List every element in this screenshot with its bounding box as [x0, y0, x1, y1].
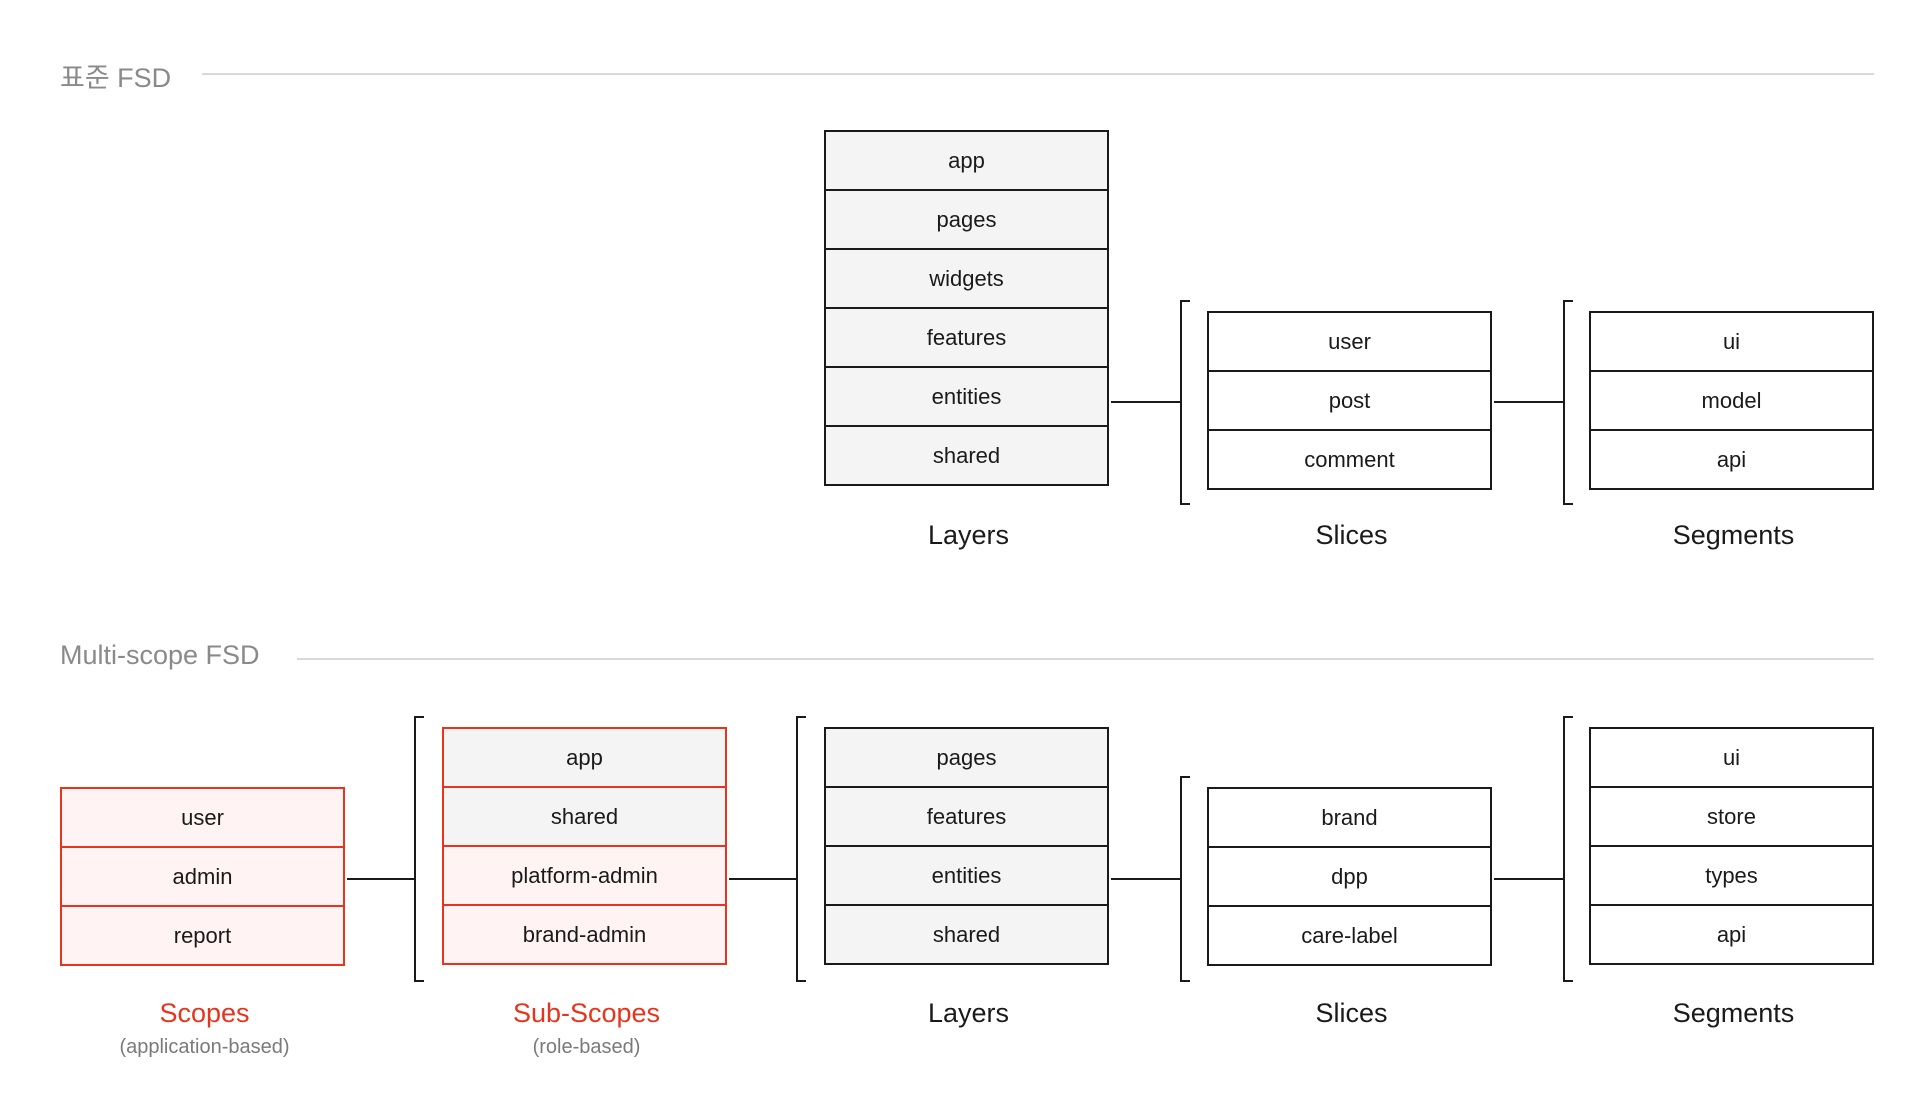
- connector-layers-slices: [1111, 401, 1180, 403]
- segment-model: model: [1589, 370, 1874, 431]
- layer-pages: pages: [824, 189, 1109, 250]
- connector-subscopes-layers: [729, 878, 797, 880]
- section-title-standard: 표준 FSD: [60, 63, 172, 93]
- standard-layers-stack: app pages widgets features entities shar…: [824, 130, 1109, 486]
- subscope-brand-admin: brand-admin: [442, 904, 727, 965]
- connector-ms-slices-segments: [1494, 878, 1563, 880]
- standard-slices-caption: Slices: [1315, 520, 1388, 550]
- ms-layer-entities: entities: [824, 845, 1109, 906]
- scopes-subcaption: (application-based): [119, 1036, 290, 1058]
- section-title-multiscope: Multi-scope FSD: [60, 640, 260, 670]
- ms-segment-ui: ui: [1589, 727, 1874, 788]
- layers-bracket: [796, 716, 806, 982]
- layer-app: app: [824, 130, 1109, 191]
- segment-ui: ui: [1589, 311, 1874, 372]
- multiscope-layers-caption: Layers: [927, 998, 1010, 1028]
- ms-slice-dpp: dpp: [1207, 846, 1492, 907]
- subscope-app: app: [442, 727, 727, 788]
- slice-comment: comment: [1207, 429, 1492, 490]
- scope-user: user: [60, 787, 345, 848]
- ms-slices-bracket: [1180, 776, 1190, 982]
- multiscope-slices-stack: brand dpp care-label: [1207, 787, 1492, 966]
- subscopes-caption: Sub-Scopes: [512, 998, 661, 1028]
- multiscope-layers-stack: pages features entities shared: [824, 727, 1109, 965]
- layer-entities: entities: [824, 366, 1109, 427]
- connector-ms-layers-slices: [1111, 878, 1180, 880]
- ms-layer-features: features: [824, 786, 1109, 847]
- subscope-shared: shared: [442, 786, 727, 847]
- ms-segments-bracket: [1563, 716, 1573, 982]
- scopes-caption: Scopes: [159, 998, 250, 1028]
- ms-layer-shared: shared: [824, 904, 1109, 965]
- scopes-stack: user admin report: [60, 787, 345, 966]
- ms-segment-types: types: [1589, 845, 1874, 906]
- standard-segments-stack: ui model api: [1589, 311, 1874, 490]
- standard-segments-caption: Segments: [1672, 520, 1795, 550]
- subscopes-subcaption: (role-based): [532, 1036, 641, 1058]
- subscopes-bracket: [414, 716, 424, 982]
- standard-slices-stack: user post comment: [1207, 311, 1492, 490]
- layer-widgets: widgets: [824, 248, 1109, 309]
- section-divider-standard: [202, 73, 1874, 75]
- layer-shared: shared: [824, 425, 1109, 486]
- ms-segment-api: api: [1589, 904, 1874, 965]
- ms-segment-store: store: [1589, 786, 1874, 847]
- standard-layers-caption: Layers: [927, 520, 1010, 550]
- subscope-platform-admin: platform-admin: [442, 845, 727, 906]
- ms-layer-pages: pages: [824, 727, 1109, 788]
- layer-features: features: [824, 307, 1109, 368]
- slice-post: post: [1207, 370, 1492, 431]
- ms-slice-brand: brand: [1207, 787, 1492, 848]
- segments-bracket: [1563, 300, 1573, 505]
- multiscope-segments-caption: Segments: [1672, 998, 1795, 1028]
- subscopes-stack: app shared platform-admin brand-admin: [442, 727, 727, 965]
- connector-slices-segments: [1494, 401, 1563, 403]
- section-divider-multiscope: [297, 658, 1874, 660]
- multiscope-segments-stack: ui store types api: [1589, 727, 1874, 965]
- scope-admin: admin: [60, 846, 345, 907]
- scope-report: report: [60, 905, 345, 966]
- ms-slice-care-label: care-label: [1207, 905, 1492, 966]
- slice-user: user: [1207, 311, 1492, 372]
- segment-api: api: [1589, 429, 1874, 490]
- connector-scopes-subscopes: [347, 878, 415, 880]
- multiscope-slices-caption: Slices: [1315, 998, 1388, 1028]
- slices-bracket: [1180, 300, 1190, 505]
